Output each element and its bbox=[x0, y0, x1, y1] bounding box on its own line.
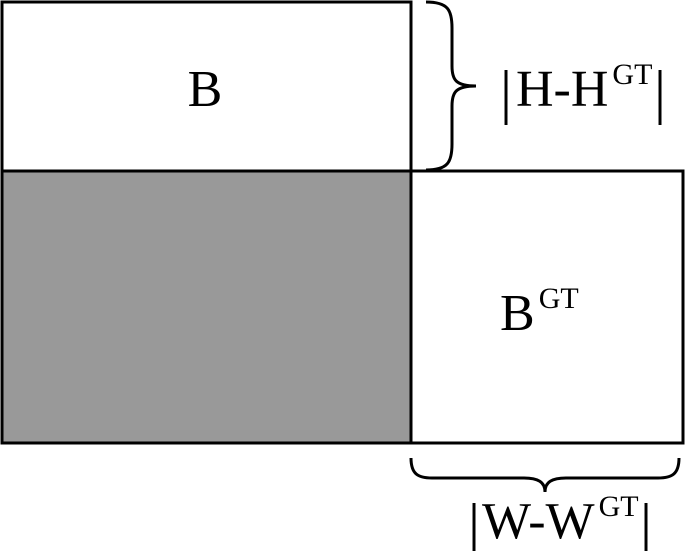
box-gt-label: B GT bbox=[500, 282, 579, 342]
overlap-region bbox=[0, 169, 413, 445]
width-diff-open-bar: | bbox=[468, 492, 480, 551]
height-diff-open-bar: | bbox=[500, 59, 512, 125]
box-b-label: B bbox=[188, 61, 223, 118]
width-diff-label: W-W GT bbox=[482, 490, 639, 550]
height-diff-sup: GT bbox=[612, 58, 652, 91]
box-gt bbox=[409, 169, 685, 445]
box-gt-label-base: B bbox=[500, 285, 535, 342]
height-diff-label: H-H GT bbox=[516, 58, 652, 118]
box-gt-label-sup: GT bbox=[539, 282, 579, 315]
width-brace-icon bbox=[409, 457, 681, 493]
height-diff-close-bar: | bbox=[654, 59, 666, 125]
width-diff-sup: GT bbox=[599, 490, 639, 523]
width-diff-close-bar: | bbox=[640, 492, 652, 551]
height-brace-icon bbox=[425, 0, 477, 172]
height-diff-base: H-H bbox=[516, 61, 608, 118]
width-diff-base: W-W bbox=[482, 493, 595, 550]
box-b bbox=[0, 0, 413, 173]
